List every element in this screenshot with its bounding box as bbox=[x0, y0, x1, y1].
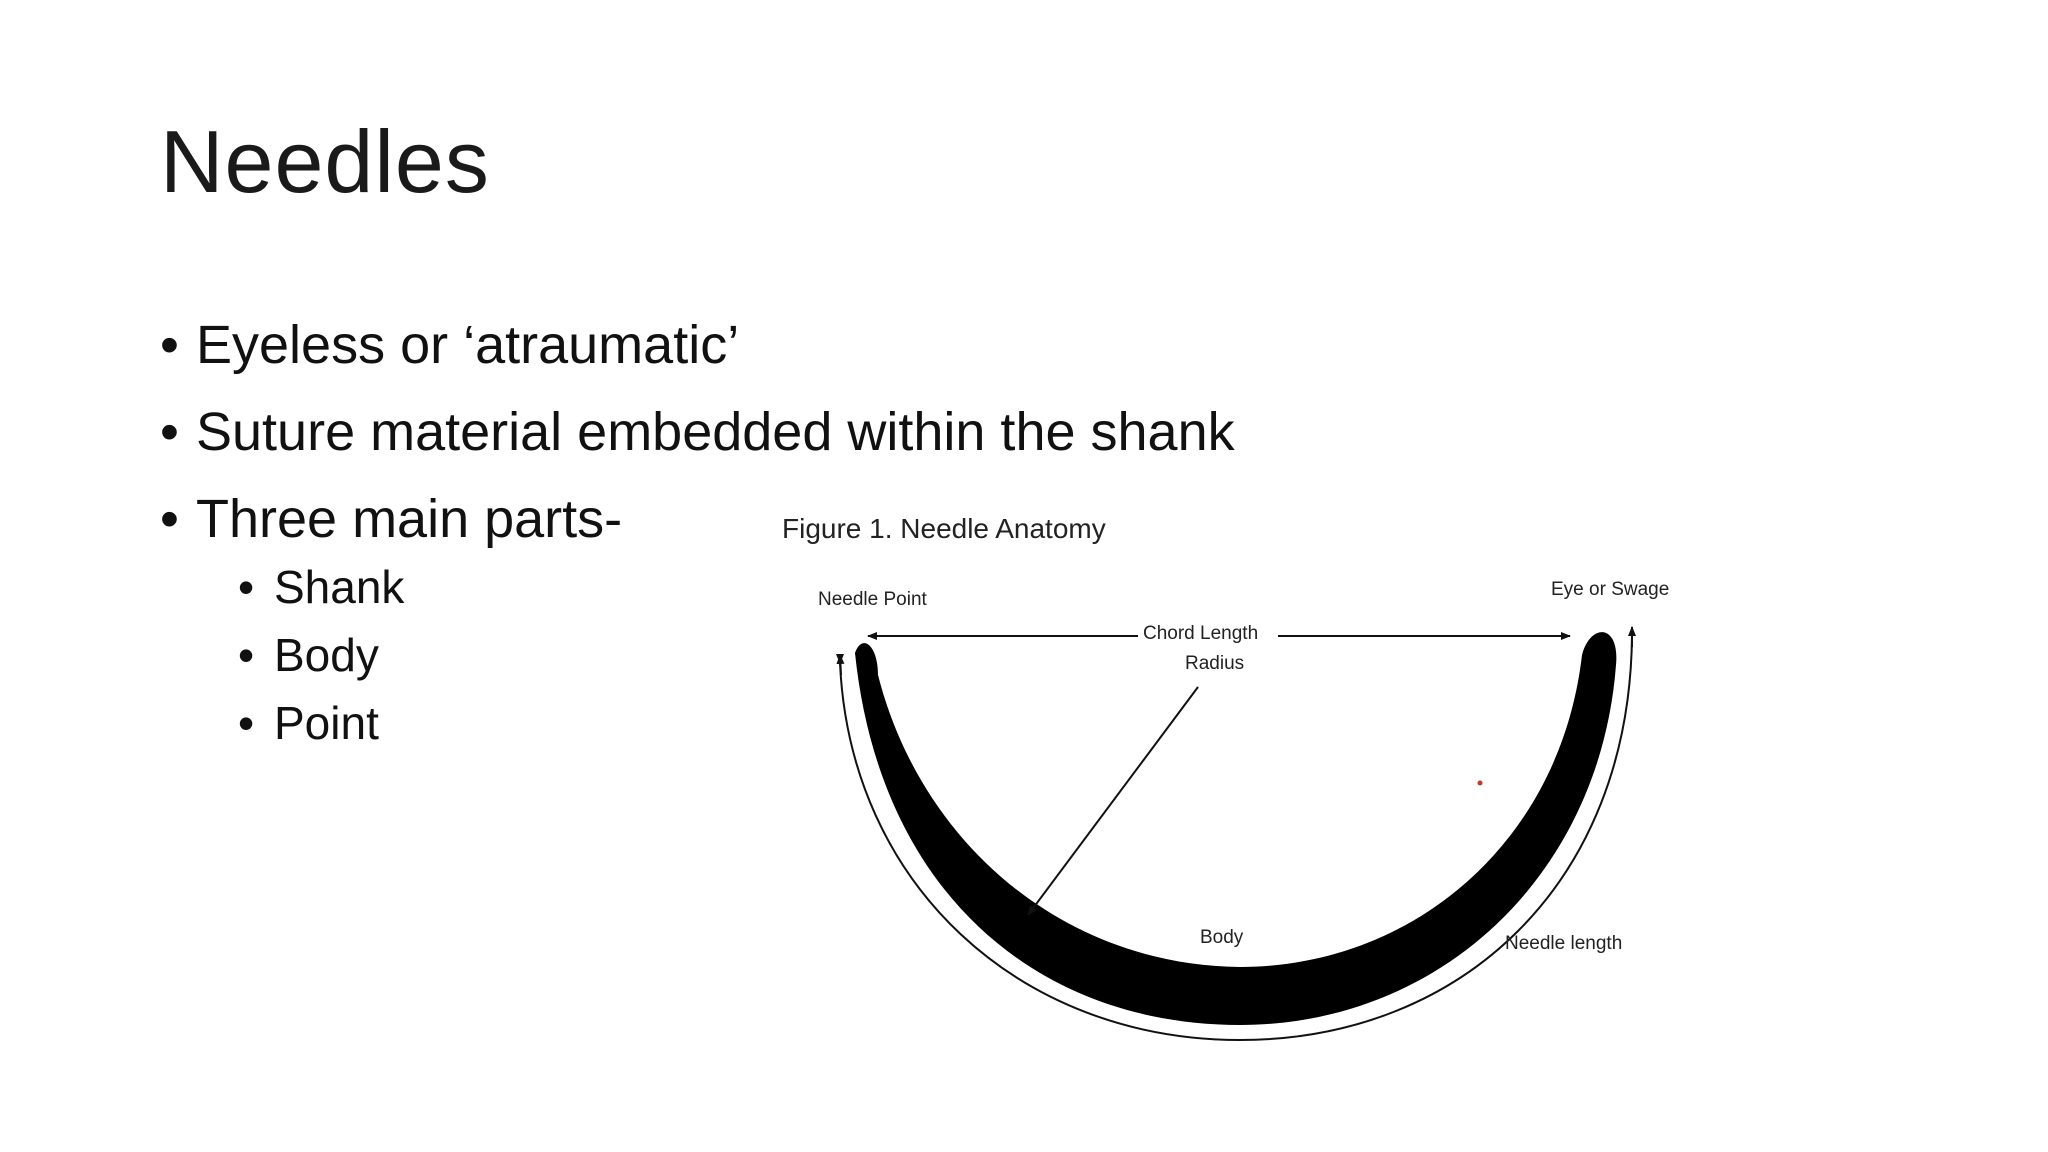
bullet-item: • Suture material embedded within the sh… bbox=[160, 405, 1235, 459]
sub-bullet-item: • Body bbox=[238, 632, 1235, 678]
chord-length-label: Chord Length bbox=[1143, 623, 1259, 644]
bullet-text: Suture material embedded within the shan… bbox=[196, 402, 1235, 462]
figure-caption: Figure 1. Needle Anatomy bbox=[782, 513, 1106, 544]
sub-bullet-list: • Shank • Body • Point bbox=[238, 564, 1235, 746]
eye-or-swage-label: Eye or Swage bbox=[1551, 579, 1670, 600]
bullet-list: • Eyeless or ‘atraumatic’ • Suture mater… bbox=[160, 318, 1235, 779]
bullet-dot-icon: • bbox=[160, 315, 179, 375]
slide-title: Needles bbox=[160, 112, 490, 211]
bullet-dot-icon: • bbox=[160, 402, 179, 462]
bullet-item: • Three main parts- • Shank • Body • Poi… bbox=[160, 492, 1235, 746]
needle-shape bbox=[855, 632, 1617, 1025]
needle-length-label: Needle length bbox=[1505, 933, 1623, 954]
sub-bullet-text: Point bbox=[274, 697, 379, 749]
sub-bullet-text: Shank bbox=[274, 561, 405, 613]
radius-arrow bbox=[1027, 686, 1199, 916]
bullet-dot-icon: • bbox=[238, 697, 255, 749]
bullet-dot-icon: • bbox=[238, 629, 255, 681]
sub-bullet-item: • Point bbox=[238, 700, 1235, 746]
bullet-item: • Eyeless or ‘atraumatic’ bbox=[160, 318, 1235, 372]
needle-anatomy-figure: Figure 1. Needle Anatomy Needle Point Ey… bbox=[770, 505, 1690, 1045]
bullet-dot-icon: • bbox=[238, 561, 255, 613]
bullet-text: Eyeless or ‘atraumatic’ bbox=[196, 315, 740, 375]
arc-arrow-left-head bbox=[836, 654, 845, 676]
bullet-dot-icon: • bbox=[160, 489, 179, 549]
needle-point-label: Needle Point bbox=[818, 589, 927, 610]
sub-bullet-text: Body bbox=[274, 629, 379, 681]
radius-label: Radius bbox=[1185, 653, 1245, 674]
body-label: Body bbox=[1200, 927, 1244, 948]
needle-diagram bbox=[836, 626, 1636, 1042]
sub-bullet-item: • Shank bbox=[238, 564, 1235, 610]
bullet-text: Three main parts- bbox=[196, 489, 623, 549]
needle-length-arc bbox=[839, 634, 1633, 1042]
center-dot bbox=[1477, 780, 1483, 786]
